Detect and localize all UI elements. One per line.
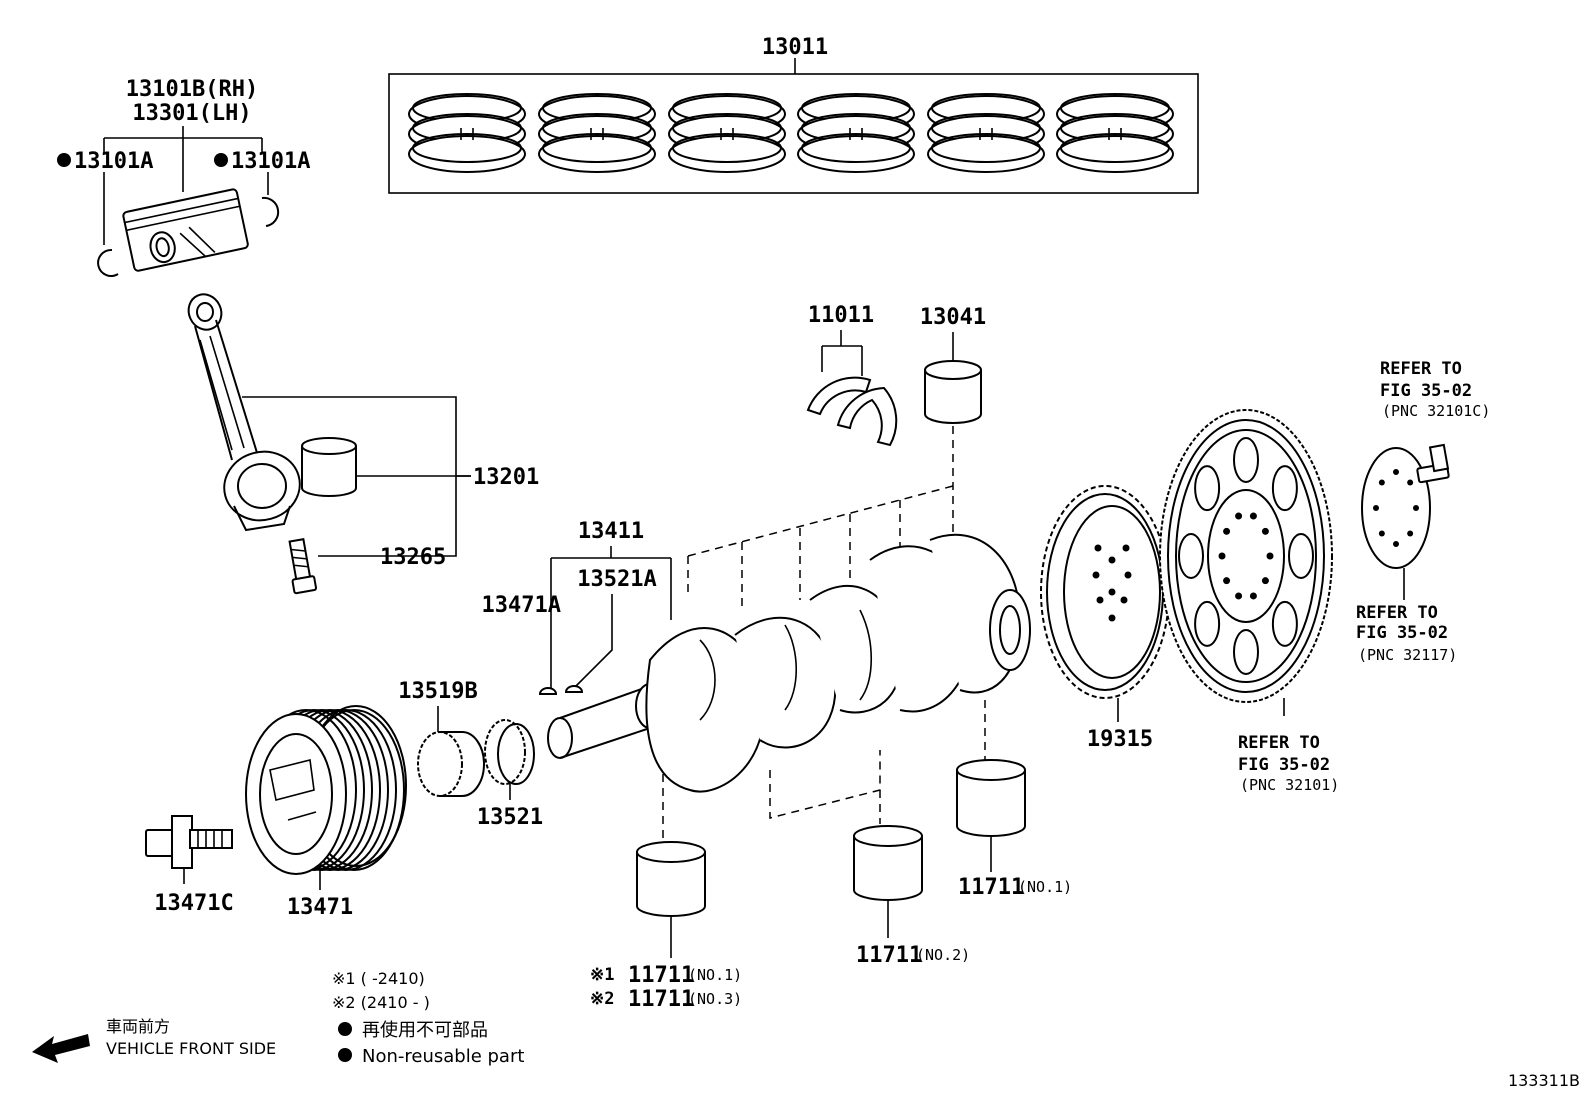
ref-top-line3: (PNC 32101C) xyxy=(1382,402,1490,420)
label-13471: 13471 xyxy=(287,895,353,920)
label-11711-left-2-suffix: (NO.3) xyxy=(688,990,742,1008)
piston-ring xyxy=(668,93,786,173)
flywheel-ring-gear: REFER TO FIG 35-02 (PNC 32101) xyxy=(1159,409,1339,794)
label-13521a: 13521A xyxy=(577,567,656,592)
sprocket-13521: 13521 xyxy=(477,719,543,830)
non-reusable-mark xyxy=(214,153,228,167)
label-11711-no2-suffix: (NO.2) xyxy=(916,946,970,964)
label-13041: 13041 xyxy=(920,305,986,330)
label-11711-no1-suffix: (NO.1) xyxy=(1018,878,1072,896)
main-bearing-no1: 11711 (NO.1) xyxy=(956,759,1072,900)
front-label-jp: 車両前方 xyxy=(106,1017,170,1036)
vehicle-front-indicator: 車両前方 VEHICLE FRONT SIDE xyxy=(32,1017,276,1063)
piston: 13101B(RH) 13301(LH) 13101A 13101A xyxy=(57,77,310,277)
crank-pulley: 13471 xyxy=(245,705,407,920)
flywheel-bolt: REFER TO FIG 35-02 (PNC 32101C) xyxy=(1380,359,1490,484)
label-13519b: 13519B xyxy=(398,679,477,704)
ref-bottom-line3: (PNC 32101) xyxy=(1240,776,1339,794)
pulley-bolt: 13471C xyxy=(145,815,234,916)
ref-mid-line1: REFER TO xyxy=(1356,603,1438,623)
note-prefix-2: ※2 xyxy=(590,989,614,1009)
front-arrow-icon xyxy=(32,1034,90,1063)
legend-range-2: ※2 (2410 - ) xyxy=(332,993,430,1012)
note-prefix-1: ※1 xyxy=(590,965,614,985)
sprocket-13519b: 13519B xyxy=(398,679,485,797)
label-13471c: 13471C xyxy=(154,891,233,916)
label-13301: 13301(LH) xyxy=(132,101,251,126)
piston-ring xyxy=(797,93,915,173)
label-11711-left-1-suffix: (NO.1) xyxy=(688,966,742,984)
piston-ring xyxy=(408,93,526,173)
spacer-plate: REFER TO FIG 35-02 (PNC 32117) xyxy=(1356,447,1457,664)
crankshaft xyxy=(547,485,1031,848)
label-11711-left-1: 11711 xyxy=(628,963,694,988)
label-13101a-left: 13101A xyxy=(74,149,153,174)
thrust-washers: 11011 xyxy=(806,303,898,447)
snap-ring-left xyxy=(97,248,119,277)
ref-top-line2: FIG 35-02 xyxy=(1380,381,1472,401)
rod-bearing-13041: 13041 xyxy=(920,305,986,548)
ref-mid-line3: (PNC 32117) xyxy=(1358,646,1457,664)
label-11711-no1: 11711 xyxy=(958,875,1024,900)
legend-non-reusable-jp: 再使用不可部品 xyxy=(362,1020,488,1041)
ref-bottom-line1: REFER TO xyxy=(1238,733,1320,753)
label-13101a-right: 13101A xyxy=(231,149,310,174)
ref-mid-line2: FIG 35-02 xyxy=(1356,623,1448,643)
ref-bottom-line2: FIG 35-02 xyxy=(1238,755,1330,775)
non-reusable-mark xyxy=(338,1048,352,1062)
non-reusable-mark xyxy=(338,1022,352,1036)
ref-top-line1: REFER TO xyxy=(1380,359,1462,379)
piston-ring-set: 13011 xyxy=(388,35,1199,194)
piston-ring xyxy=(1056,93,1174,173)
label-19315: 19315 xyxy=(1087,727,1153,752)
label-13411: 13411 xyxy=(578,519,644,544)
legend-range-1: ※1 ( -2410) xyxy=(332,969,425,988)
legend-non-reusable-en: Non-reusable part xyxy=(362,1046,524,1067)
diagram-id: 133311B xyxy=(1508,1071,1580,1090)
label-11711-left-2: 11711 xyxy=(628,987,694,1012)
label-13521: 13521 xyxy=(477,805,543,830)
label-13101b: 13101B(RH) xyxy=(126,77,258,102)
label-13471a: 13471A xyxy=(482,593,561,618)
label-13201: 13201 xyxy=(473,465,539,490)
connecting-rod: 13201 13265 xyxy=(187,293,539,595)
front-label-en: VEHICLE FRONT SIDE xyxy=(106,1039,276,1058)
snap-ring-right xyxy=(261,196,280,227)
label-13011: 13011 xyxy=(762,35,828,60)
piston-ring xyxy=(538,93,656,173)
piston-ring xyxy=(927,93,1045,173)
label-13265: 13265 xyxy=(380,545,446,570)
main-bearing-no2: 11711 (NO.2) xyxy=(853,825,970,968)
drive-plate: 19315 xyxy=(1040,485,1170,752)
legend: ※1 ( -2410) ※2 (2410 - ) 再使用不可部品 Non-reu… xyxy=(332,969,524,1067)
label-11011: 11011 xyxy=(808,303,874,328)
crankshaft-keys: 13411 13521A 13471A xyxy=(482,519,672,695)
non-reusable-mark xyxy=(57,153,71,167)
label-11711-no2: 11711 xyxy=(856,943,922,968)
main-bearing-left: ※1 11711 (NO.1) ※2 11711 (NO.3) xyxy=(590,841,742,1012)
